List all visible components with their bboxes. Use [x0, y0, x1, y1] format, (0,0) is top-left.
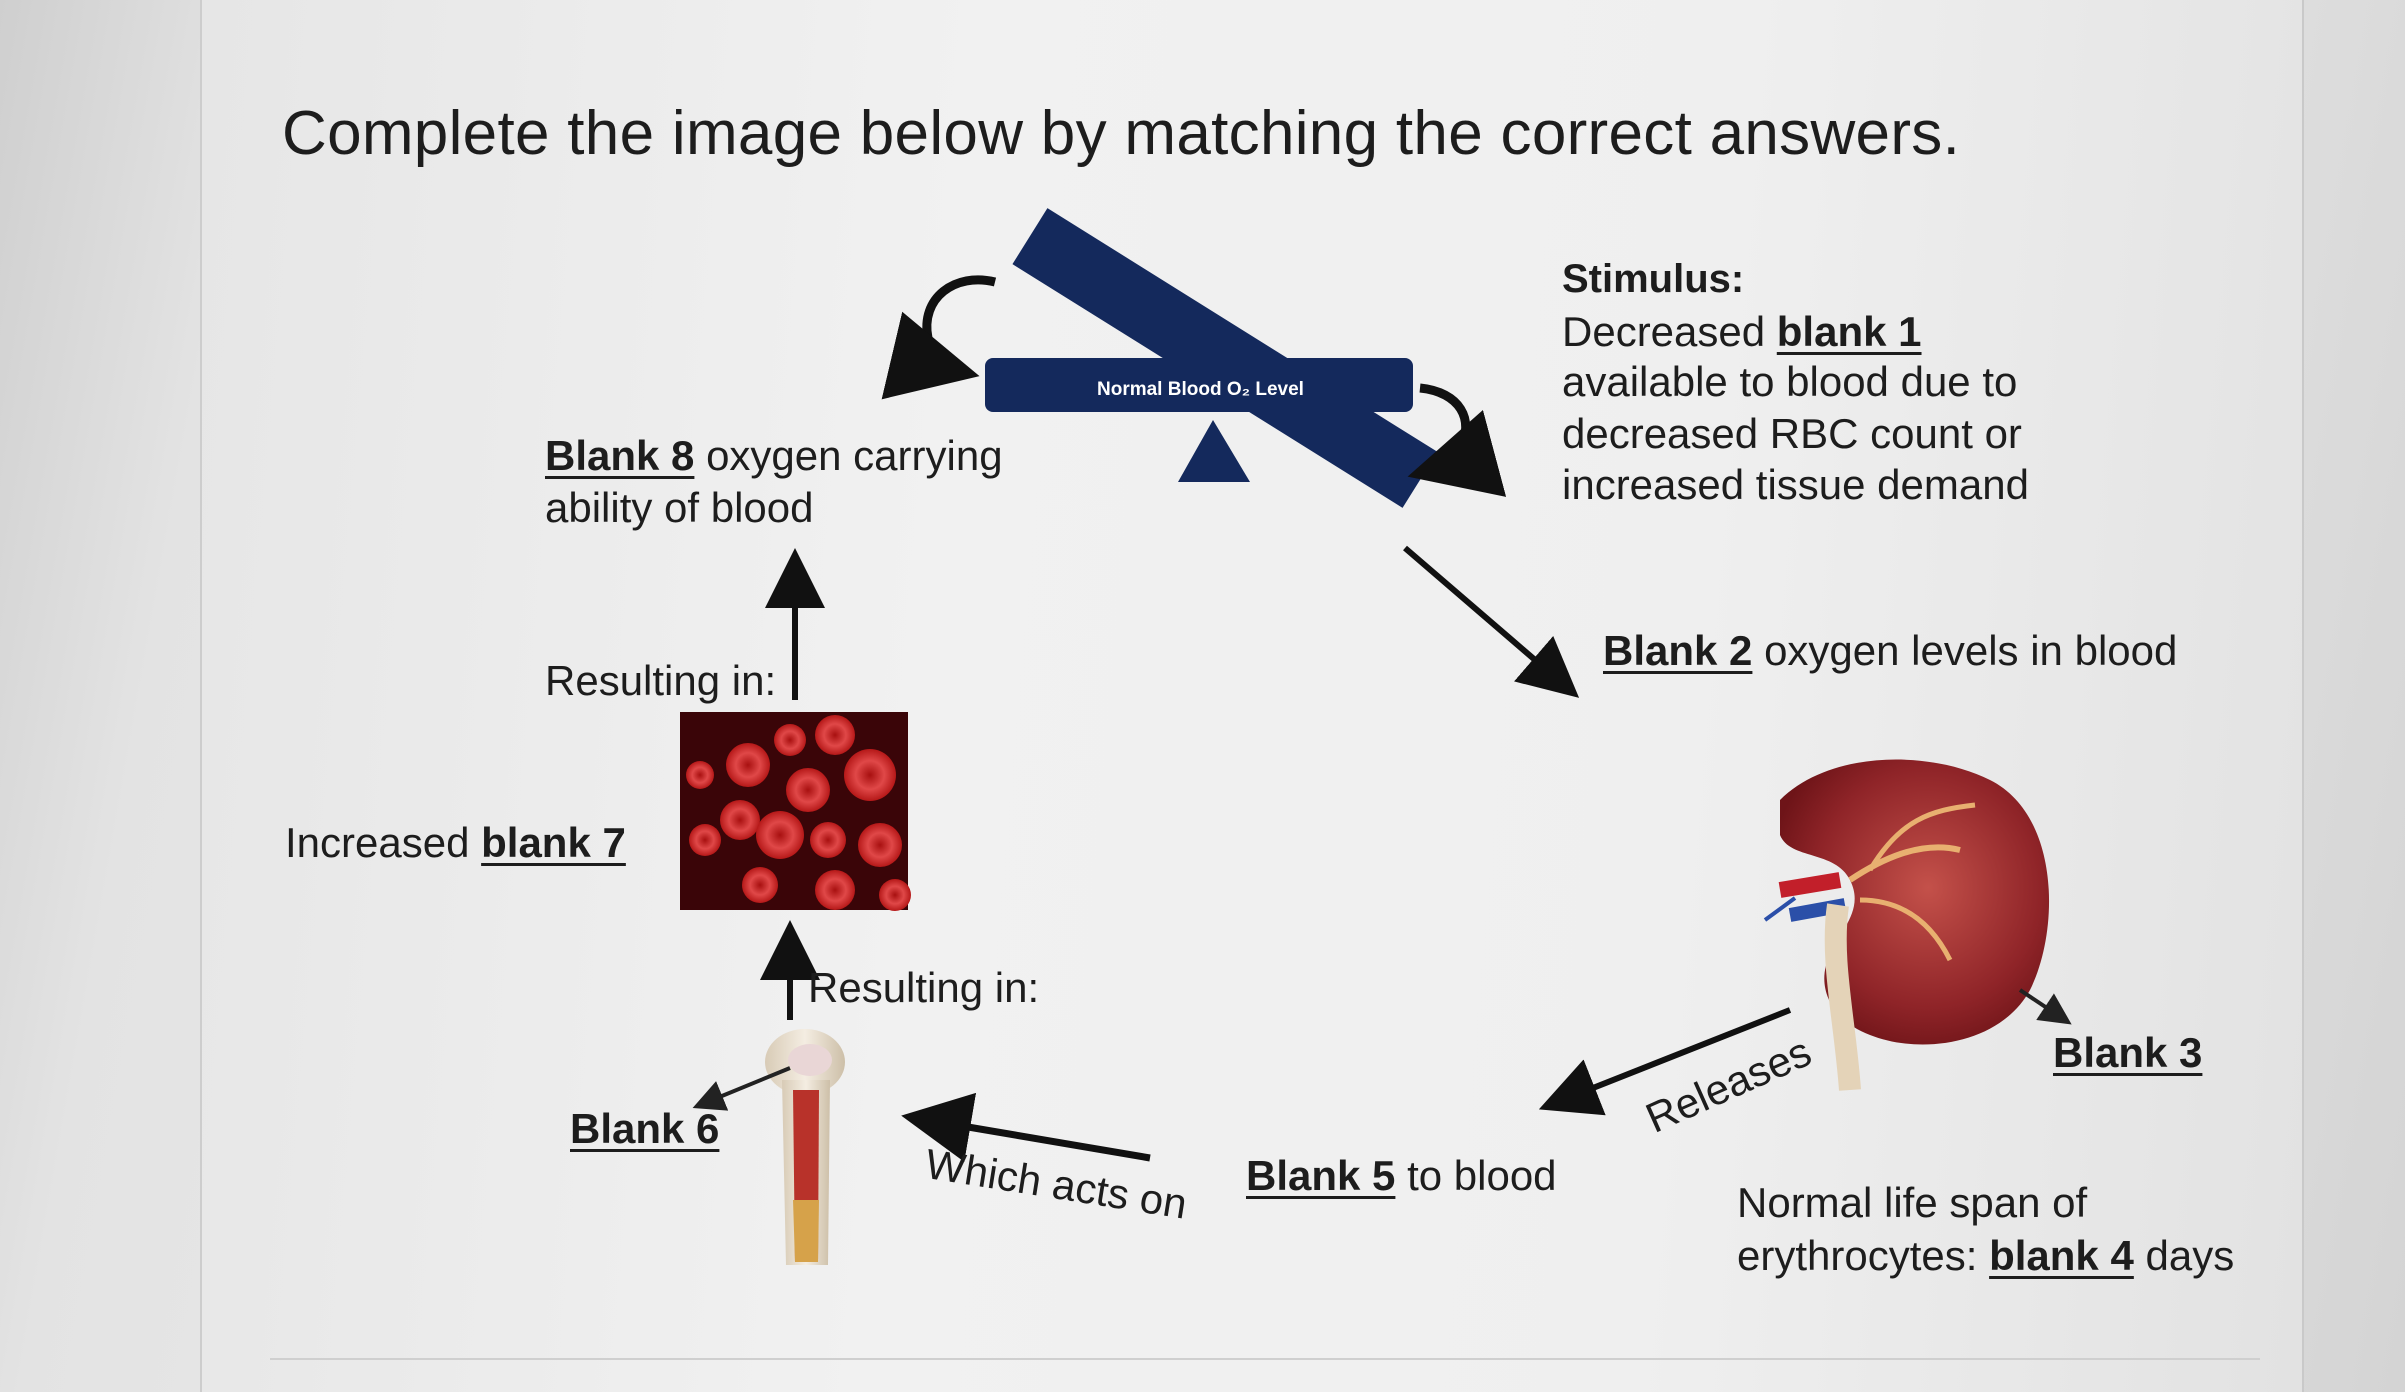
balance-label: Normal Blood O₂ Level	[1097, 379, 1304, 400]
blank-1-label[interactable]: blank 1	[1776, 308, 1922, 355]
balance-seesaw-icon	[985, 208, 1438, 508]
lifespan-line2-pre: erythrocytes:	[1737, 1232, 1990, 1279]
lifespan-line1: Normal life span of	[1737, 1179, 2088, 1226]
stimulus-line3: decreased RBC count or	[1562, 410, 2022, 457]
cycle-arrow-left-icon	[881, 275, 997, 400]
pointer-to-blank6-icon	[692, 1066, 791, 1111]
resulting-in-upper: Resulting in:	[545, 657, 777, 704]
blank-6-label[interactable]: Blank 6	[570, 1105, 720, 1152]
lifespan-line2-post: days	[2133, 1232, 2235, 1279]
worksheet-panel	[200, 0, 2304, 1392]
blank3-line: Blank 3	[2053, 1027, 2202, 1078]
arrow-to-blank2-icon	[1403, 545, 1580, 698]
question-title: Complete the image below by matching the…	[282, 99, 1961, 168]
blank8-line1: Blank 8 oxygen carrying	[545, 430, 1003, 481]
stimulus-line4: increased tissue demand	[1562, 461, 2029, 508]
blank-8-label[interactable]: Blank 8	[545, 432, 695, 479]
stimulus-line1-text: Decreased	[1562, 308, 1777, 355]
blank-5-label[interactable]: Blank 5	[1246, 1152, 1396, 1199]
blank2-text: oxygen levels in blood	[1752, 627, 2178, 674]
red-blood-cells-icon	[680, 712, 911, 911]
blank5-text: to blood	[1395, 1152, 1557, 1199]
acts-on-arrow-icon	[901, 1092, 1151, 1162]
resulting-in-lower: Resulting in:	[808, 964, 1040, 1011]
blank-2-label[interactable]: Blank 2	[1603, 627, 1753, 674]
blank-4-label[interactable]: blank 4	[1989, 1232, 2134, 1279]
blank2-line: Blank 2 oxygen levels in blood	[1603, 625, 2177, 676]
cycle-arrow-right-icon	[1407, 383, 1507, 497]
blank7-line: Increased blank 7	[285, 817, 626, 868]
pointer-to-blank3-icon	[2018, 988, 2072, 1025]
stimulus-line1: Decreased blank 1	[1562, 306, 1922, 357]
kidney-icon	[1763, 759, 2050, 1091]
blank-7-label[interactable]: blank 7	[481, 819, 626, 866]
blank7-pre: Increased	[285, 819, 482, 866]
stimulus-line2: available to blood due to	[1562, 358, 2018, 405]
releases-arrow-icon	[1538, 1007, 1792, 1116]
blank8-line1-post: oxygen carrying	[694, 432, 1003, 479]
stimulus-heading: Stimulus:	[1562, 257, 1745, 301]
panel-bottom-edge	[270, 1358, 2260, 1360]
blank-3-label[interactable]: Blank 3	[2053, 1029, 2203, 1076]
blank5-line: Blank 5 to blood	[1246, 1150, 1557, 1201]
lifespan-line2: erythrocytes: blank 4 days	[1737, 1230, 2234, 1281]
blank6-line: Blank 6	[570, 1103, 719, 1154]
blank8-line2: ability of blood	[545, 484, 814, 531]
bone-marrow-icon	[765, 1029, 845, 1265]
